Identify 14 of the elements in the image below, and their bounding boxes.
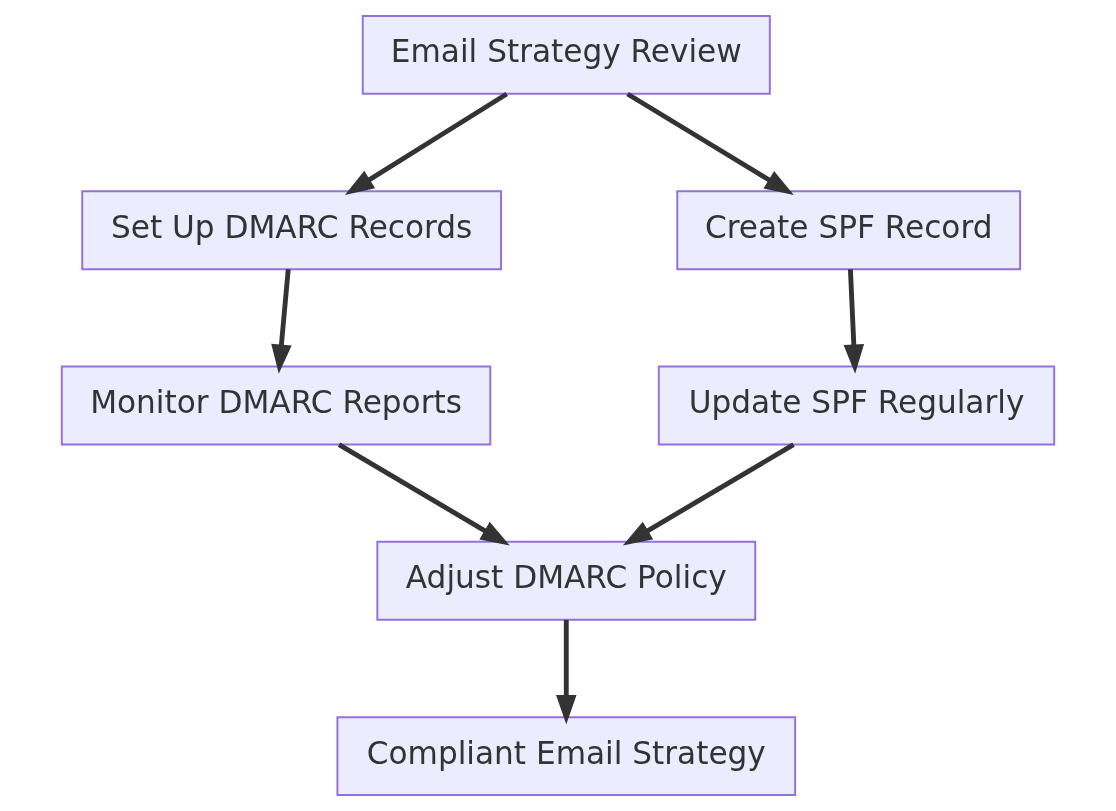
arrow (626, 91, 794, 195)
node-box: Compliant Email Strategy (336, 716, 797, 797)
node-box: Update SPF Regularly (657, 365, 1056, 446)
arrow (556, 619, 577, 725)
arrow (337, 442, 510, 546)
node-box: Monitor DMARC Reports (60, 365, 492, 446)
node-box: Adjust DMARC Policy (376, 540, 757, 621)
arrow (843, 269, 865, 374)
arrow (622, 442, 795, 546)
arrow (271, 269, 292, 374)
node-box: Create SPF Record (676, 190, 1022, 271)
arrow (344, 91, 508, 196)
node-box: Set Up DMARC Records (81, 190, 502, 271)
node-box: Email Strategy Review (361, 14, 771, 95)
